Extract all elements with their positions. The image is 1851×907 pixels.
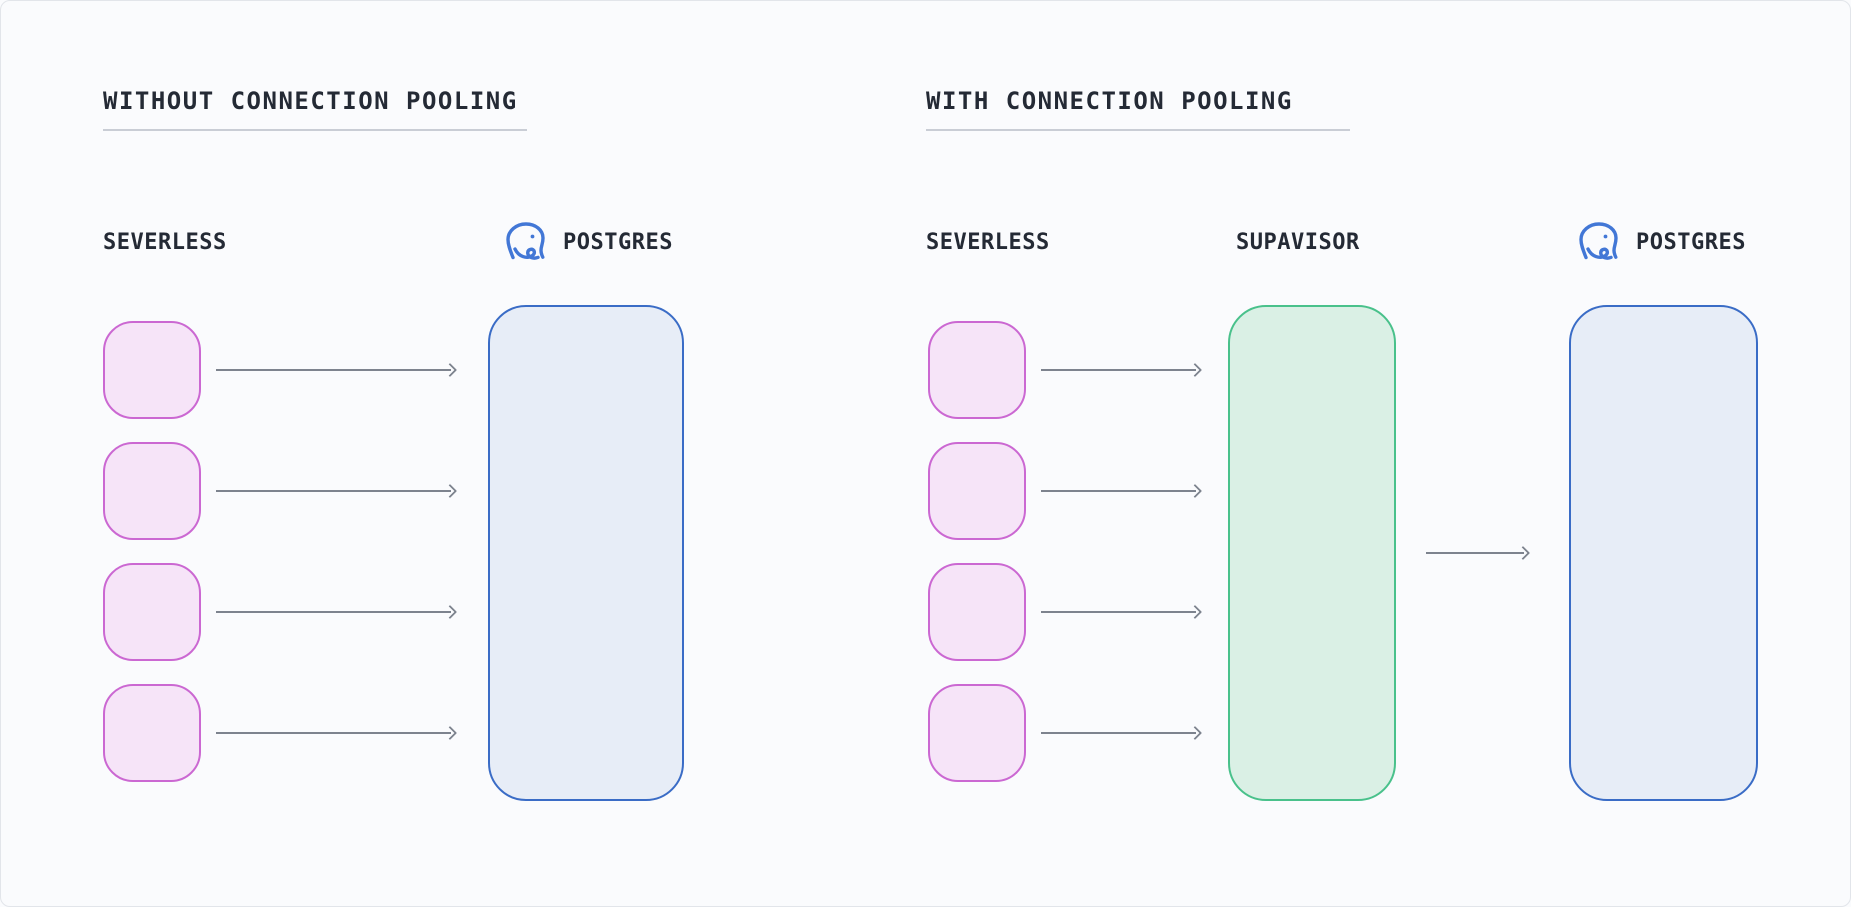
arrow-line bbox=[1041, 611, 1196, 613]
postgres-elephant-icon bbox=[1574, 217, 1622, 265]
supavisor-box bbox=[1228, 305, 1396, 801]
panel-title-without-pooling: WITHOUT CONNECTION POOLING bbox=[103, 87, 518, 115]
arrow-line bbox=[216, 611, 451, 613]
arrow-line bbox=[1041, 732, 1196, 734]
serverless-client-box bbox=[928, 684, 1026, 782]
arrow-line bbox=[216, 732, 451, 734]
connection-arrow bbox=[216, 362, 458, 378]
arrow-head-icon bbox=[1187, 483, 1203, 499]
arrow-head-icon bbox=[1187, 604, 1203, 620]
arrow-head-icon bbox=[1187, 725, 1203, 741]
arrow-head-icon bbox=[1187, 362, 1203, 378]
serverless-column-label: SEVERLESS bbox=[103, 230, 227, 255]
connection-arrow bbox=[1041, 604, 1203, 620]
connection-arrows-column bbox=[1041, 321, 1203, 741]
postgres-elephant-icon bbox=[501, 217, 549, 265]
serverless-client-box bbox=[928, 563, 1026, 661]
postgres-column-label: POSTGRES bbox=[1636, 230, 1746, 255]
connection-arrow bbox=[216, 604, 458, 620]
panel-title-with-pooling: WITH CONNECTION POOLING bbox=[926, 87, 1293, 115]
serverless-client-box bbox=[103, 563, 201, 661]
connection-arrow bbox=[1041, 483, 1203, 499]
arrow-line bbox=[1041, 490, 1196, 492]
postgres-box bbox=[488, 305, 684, 801]
connection-arrow bbox=[216, 483, 458, 499]
connection-arrow bbox=[1041, 362, 1203, 378]
serverless-client-box bbox=[103, 684, 201, 782]
arrow-line bbox=[216, 369, 451, 371]
arrow-head-icon bbox=[1515, 545, 1531, 561]
arrow-line bbox=[1426, 552, 1524, 554]
title-underline bbox=[926, 129, 1350, 131]
connection-arrow bbox=[1041, 725, 1203, 741]
supavisor-column-label: SUPAVISOR bbox=[1236, 230, 1360, 255]
arrow-head-icon bbox=[442, 725, 458, 741]
postgres-box bbox=[1569, 305, 1758, 801]
arrow-line bbox=[216, 490, 451, 492]
arrow-head-icon bbox=[442, 362, 458, 378]
serverless-client-box bbox=[928, 442, 1026, 540]
serverless-client-box bbox=[103, 442, 201, 540]
arrow-head-icon bbox=[442, 483, 458, 499]
serverless-column-label: SEVERLESS bbox=[926, 230, 1050, 255]
pooled-connection-arrow bbox=[1426, 545, 1531, 561]
title-underline bbox=[103, 129, 527, 131]
serverless-clients-column bbox=[103, 321, 201, 782]
serverless-clients-column bbox=[928, 321, 1026, 782]
connection-arrows-column bbox=[216, 321, 458, 741]
connection-arrow bbox=[216, 725, 458, 741]
arrow-line bbox=[1041, 369, 1196, 371]
serverless-client-box bbox=[103, 321, 201, 419]
arrow-head-icon bbox=[442, 604, 458, 620]
postgres-column-label: POSTGRES bbox=[563, 230, 673, 255]
serverless-client-box bbox=[928, 321, 1026, 419]
